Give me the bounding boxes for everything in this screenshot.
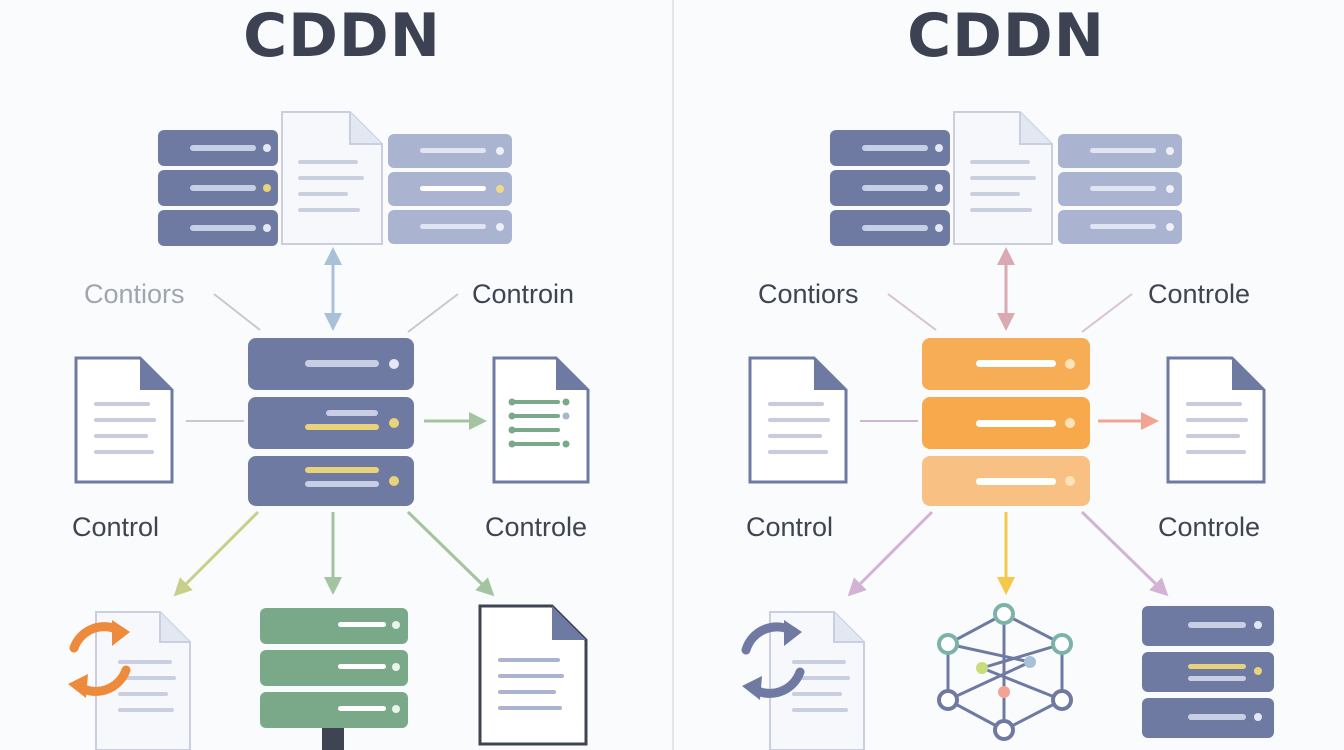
right-network-graph-icon — [937, 603, 1073, 741]
right-arrow-bottom-right — [1080, 510, 1169, 597]
right-center-server-orange — [922, 338, 1090, 506]
right-panel: CDDN — [741, 1, 1274, 750]
left-title: CDDN — [243, 1, 441, 71]
right-label-top-right: Controle — [1148, 279, 1250, 309]
right-sync-document — [769, 611, 865, 750]
left-label-bottom-right: Controle — [485, 512, 587, 542]
right-arrow-bottom-left — [847, 510, 934, 597]
left-top-document — [281, 111, 383, 245]
left-bottom-document — [478, 604, 588, 746]
left-list-document — [492, 356, 590, 484]
right-leader-top-right — [1081, 293, 1133, 333]
left-label-top-left: Contiors — [84, 279, 185, 309]
left-sync-document — [95, 611, 191, 750]
right-label-top-left: Contiors — [758, 279, 859, 309]
right-title: CDDN — [907, 1, 1105, 71]
left-center-server — [248, 338, 414, 506]
left-green-server — [260, 608, 408, 750]
right-top-server-light — [1058, 134, 1182, 244]
right-middle-document-left — [748, 356, 848, 484]
left-sync-icon — [68, 620, 131, 698]
right-bottom-server — [1142, 606, 1274, 738]
left-top-server-dark — [158, 130, 278, 246]
left-middle-document — [74, 356, 174, 484]
left-leader-top-left — [213, 293, 261, 331]
left-top-server-light — [388, 134, 512, 244]
right-middle-document-right — [1166, 356, 1266, 484]
right-sync-icon — [741, 620, 805, 700]
left-panel: CDDN — [68, 1, 590, 750]
left-leader-top-right — [407, 293, 459, 333]
right-top-document — [953, 111, 1053, 245]
left-arrow-bottom-right — [406, 510, 495, 597]
right-label-bottom-left: Control — [746, 512, 833, 542]
right-label-bottom-right: Controle — [1158, 512, 1260, 542]
right-leader-top-left — [887, 293, 937, 331]
left-arrow-bottom-left — [173, 510, 260, 597]
left-label-bottom-left: Control — [72, 512, 159, 542]
right-top-server-dark — [830, 130, 950, 246]
left-label-top-right: Controin — [472, 279, 574, 309]
